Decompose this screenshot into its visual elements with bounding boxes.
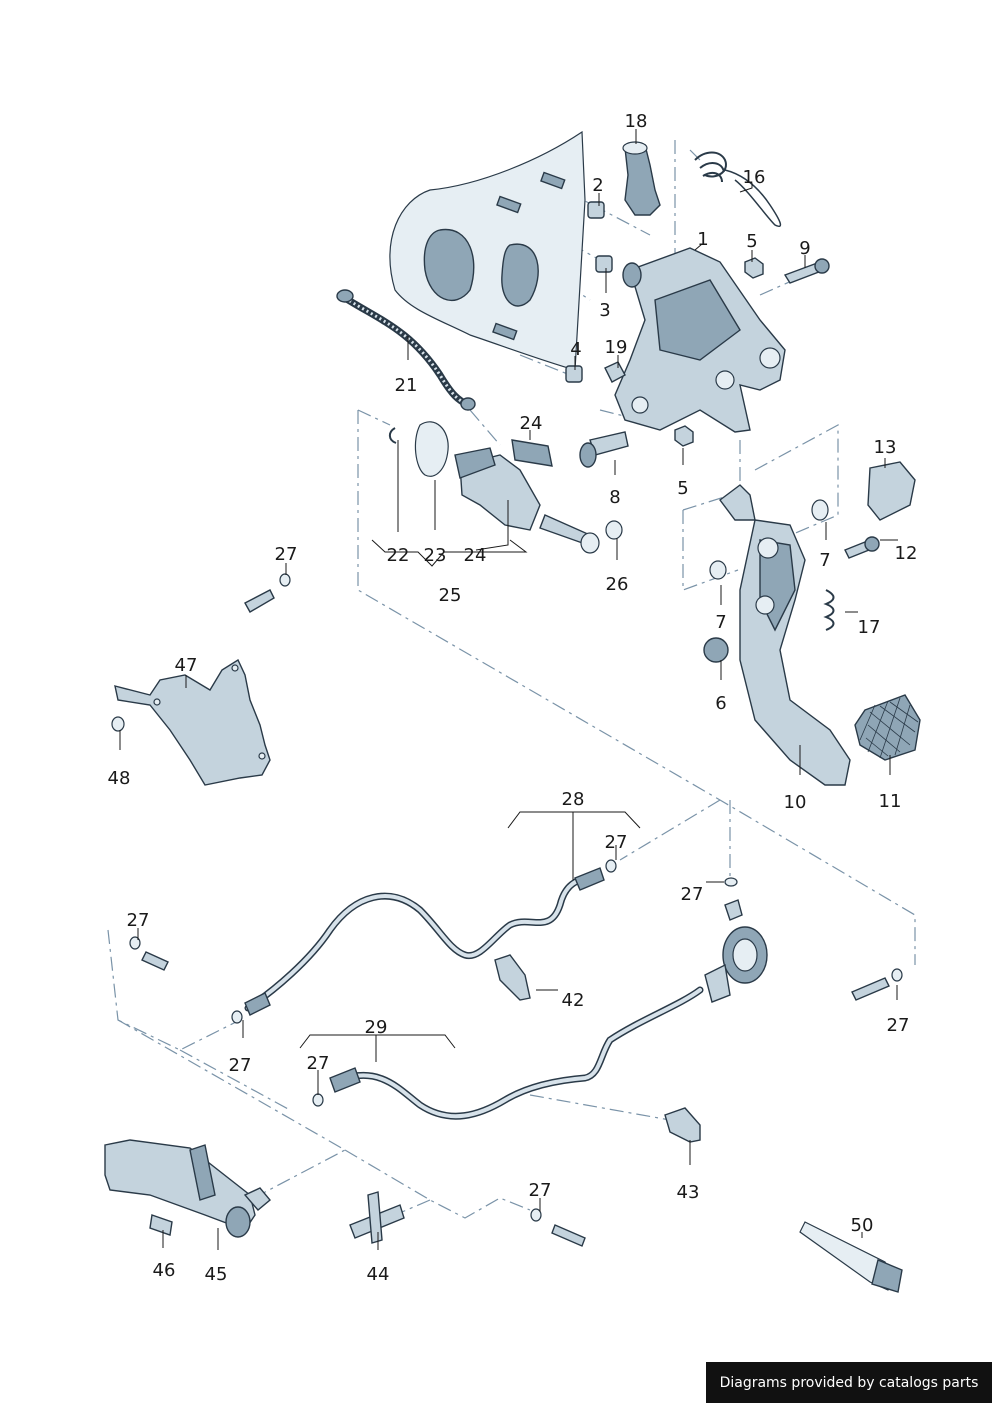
callout-10: 10 — [784, 792, 807, 813]
callout-27: 27 — [275, 544, 298, 565]
spring-16 — [694, 151, 782, 227]
master-cylinder-group — [388, 421, 623, 554]
callout-27: 27 — [307, 1053, 330, 1074]
leader-lines — [119, 129, 898, 1250]
bracket-47 — [111, 658, 271, 786]
callout-22: 22 — [387, 545, 410, 566]
callout-4: 4 — [570, 339, 581, 360]
t-piece-44 — [349, 1191, 405, 1244]
pedal-pad — [854, 694, 921, 761]
callout-27: 27 — [887, 1015, 910, 1036]
callout-18: 18 — [625, 111, 648, 132]
pipe-28 — [244, 867, 605, 1016]
studs — [492, 171, 566, 341]
callout-46: 46 — [153, 1260, 176, 1281]
callout-27: 27 — [681, 884, 704, 905]
callout-44: 44 — [367, 1264, 390, 1285]
callout-3: 3 — [599, 300, 610, 321]
pedal-bracket — [614, 247, 786, 433]
callout-26: 26 — [606, 574, 629, 595]
callout-7: 7 — [715, 612, 726, 633]
callout-5: 5 — [677, 478, 688, 499]
callout-6: 6 — [715, 693, 726, 714]
callout-17: 17 — [858, 617, 881, 638]
callout-23: 23 — [424, 545, 447, 566]
callout-7: 7 — [819, 550, 830, 571]
callout-8: 8 — [609, 487, 620, 508]
connectors — [129, 573, 903, 1247]
callout-27: 27 — [127, 910, 150, 931]
firewall-panel — [389, 130, 586, 371]
callout-24: 24 — [464, 545, 487, 566]
callout-29: 29 — [365, 1017, 388, 1038]
small-parts-upper — [565, 201, 916, 663]
master-cylinder-45 — [104, 1139, 271, 1238]
callout-12: 12 — [895, 543, 918, 564]
hose-21 — [336, 289, 476, 411]
callout-2: 2 — [592, 175, 603, 196]
pipe-29 — [329, 986, 704, 1120]
slave-cylinder — [704, 899, 768, 1003]
callout-47: 47 — [175, 655, 198, 676]
callout-28: 28 — [562, 789, 585, 810]
stopper-18 — [622, 141, 661, 216]
callout-27: 27 — [529, 1180, 552, 1201]
credit-banner: Diagrams provided by catalogs parts — [706, 1362, 992, 1403]
callout-45: 45 — [205, 1264, 228, 1285]
clip-43 — [664, 1107, 701, 1143]
callout-42: 42 — [562, 990, 585, 1011]
callout-1: 1 — [697, 229, 708, 250]
callout-13: 13 — [874, 437, 897, 458]
callout-48: 48 — [108, 768, 131, 789]
callout-9: 9 — [799, 238, 810, 259]
clip-42 — [494, 954, 531, 1001]
callout-5: 5 — [746, 231, 757, 252]
callout-11: 11 — [879, 791, 902, 812]
callout-50: 50 — [851, 1215, 874, 1236]
callout-labels: 1 2 3 4 5 5 6 7 7 8 9 10 11 12 13 16 17 … — [108, 111, 918, 1285]
callout-27: 27 — [229, 1055, 252, 1076]
callout-27: 27 — [605, 832, 628, 853]
callout-43: 43 — [677, 1182, 700, 1203]
callout-16: 16 — [743, 167, 766, 188]
clutch-pedal — [719, 484, 851, 786]
callout-21: 21 — [395, 375, 418, 396]
tube-50 — [799, 1221, 903, 1293]
callout-25: 25 — [439, 585, 462, 606]
callout-19: 19 — [605, 337, 628, 358]
callout-24: 24 — [520, 413, 543, 434]
